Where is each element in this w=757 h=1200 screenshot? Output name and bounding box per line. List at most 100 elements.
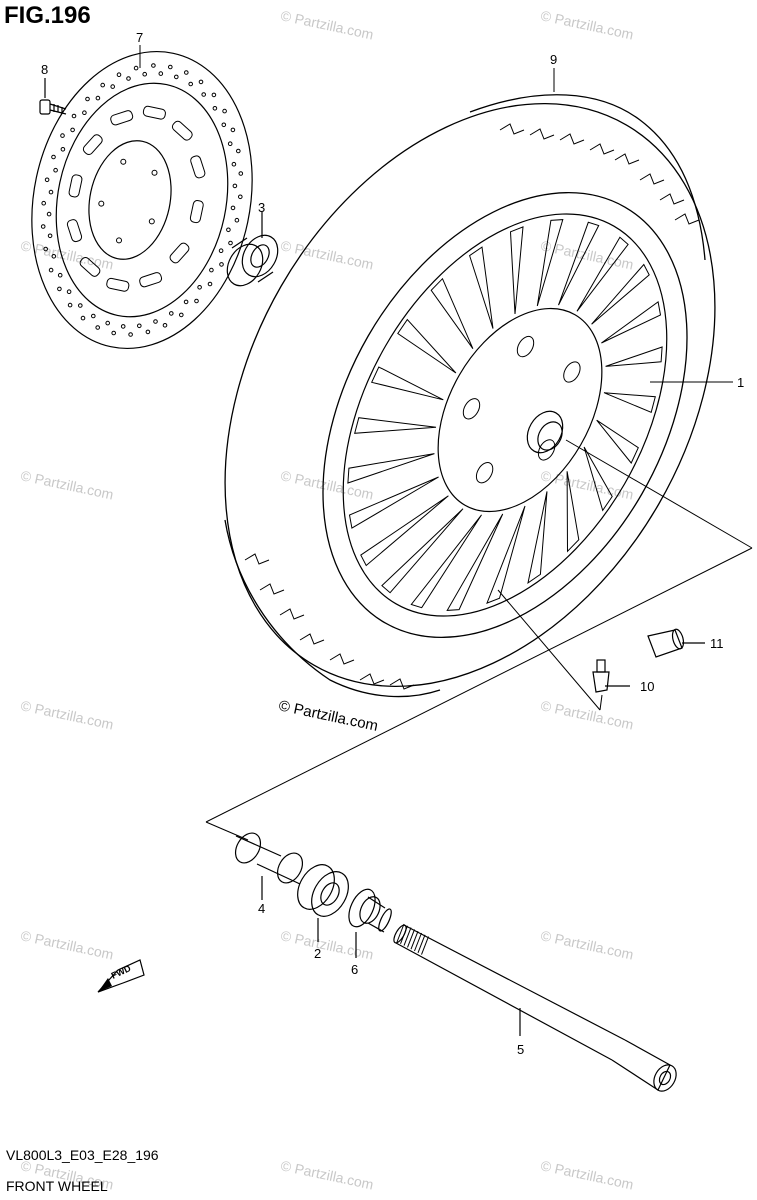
disc-hole (232, 183, 238, 189)
spoke (381, 508, 464, 594)
disc-hole (110, 84, 115, 89)
disc-hole (212, 106, 218, 111)
spoke (360, 495, 449, 567)
disc-hole (218, 248, 224, 253)
disc-hole (133, 65, 139, 71)
tread-mark (389, 678, 415, 690)
disc-hole (51, 154, 56, 160)
disc-hole (227, 141, 233, 146)
disc-hole (47, 233, 53, 239)
spoke (583, 446, 613, 512)
reference-title: FRONT WHEEL (6, 1178, 108, 1194)
watermark: © Partzilla.com (19, 697, 115, 732)
hub-hole (537, 439, 556, 461)
disc-hole (201, 92, 206, 97)
disc-bolt-hole (120, 158, 127, 165)
callout-8: 8 (41, 62, 48, 77)
watermark: © Partzilla.com (539, 7, 635, 42)
watermark: © Partzilla.com (279, 7, 375, 42)
spacer (234, 832, 304, 900)
spoke (596, 419, 639, 464)
axle-thread (421, 936, 429, 955)
disc-hole (209, 267, 214, 273)
disc-slot (66, 219, 83, 243)
watermark: © Partzilla.com (539, 927, 635, 962)
copyright-text: © Partzilla.com (277, 697, 379, 735)
disc-slot (68, 174, 83, 198)
disc-slot (106, 277, 130, 292)
disc-slot (110, 110, 134, 126)
axle-thread (407, 929, 415, 948)
spoke (591, 263, 650, 325)
watermark: © Partzilla.com (279, 927, 375, 962)
brake-disc (31, 50, 253, 350)
disc-slot (82, 134, 103, 155)
callout-5: 5 (517, 1042, 524, 1057)
disc-hole (198, 79, 204, 85)
hub-hole (462, 398, 481, 420)
disc-hole (91, 313, 96, 319)
spoke (348, 476, 439, 529)
callout-7: 7 (136, 30, 143, 45)
disc-hole (221, 122, 227, 128)
disc-hole (67, 302, 73, 308)
tread-mark (244, 553, 270, 565)
front-axle (393, 923, 677, 1092)
disc-hole (162, 323, 168, 328)
disc-hole (57, 272, 63, 278)
spoke (603, 392, 656, 413)
disc-hole (145, 329, 151, 335)
spoke (601, 301, 662, 344)
disc-hole (142, 71, 147, 77)
disc-hole (158, 71, 164, 76)
tire-valve (592, 659, 630, 693)
disc-hole (238, 171, 244, 176)
tread-mark (639, 173, 665, 185)
disc-holes (40, 63, 244, 337)
bearing-2 (297, 864, 349, 942)
hub-holes (462, 335, 581, 484)
disc-hole (184, 70, 189, 75)
disc-hole (234, 217, 240, 223)
tread-mark (659, 193, 685, 205)
wheel-spokes (347, 219, 663, 611)
disc-hole (231, 161, 237, 167)
callout-9: 9 (550, 52, 557, 67)
tread-mark (589, 143, 615, 155)
spoke (370, 366, 444, 401)
tread-mark (499, 123, 525, 135)
disc-slot (169, 242, 190, 264)
disc-hole (53, 167, 58, 173)
tread-mark (279, 608, 305, 620)
disc-hole (66, 289, 72, 295)
disc-hole (188, 81, 193, 87)
disc-hole (40, 224, 46, 229)
disc-hole (41, 200, 47, 206)
disc-hole (179, 312, 184, 318)
spoke (509, 226, 524, 315)
disc-bolt-hole (116, 237, 122, 244)
spoke (397, 318, 457, 374)
fwd-arrow: FWD (97, 959, 145, 993)
disc-hole (137, 323, 142, 329)
tread-mark (299, 633, 325, 645)
disc-hole (43, 246, 49, 252)
disc-hole (197, 285, 202, 290)
disc-hole (153, 319, 158, 324)
disc-hole (226, 227, 231, 233)
callout-2: 2 (314, 946, 321, 961)
disc-hole (174, 74, 179, 80)
disc-bolt-hole (148, 218, 155, 225)
hub-hole (563, 361, 581, 383)
spoke (410, 514, 482, 609)
disc-hole (48, 189, 54, 195)
disc-hole (60, 133, 65, 138)
tread-mark (529, 128, 555, 140)
disc-slot (139, 272, 163, 288)
disc-hole (105, 320, 110, 326)
disc-hole (168, 64, 173, 70)
callout-numbers: 1 2 3 4 5 6 7 8 9 10 11 (41, 30, 744, 1057)
disc-hole (169, 311, 174, 316)
disc-hole (230, 127, 236, 133)
